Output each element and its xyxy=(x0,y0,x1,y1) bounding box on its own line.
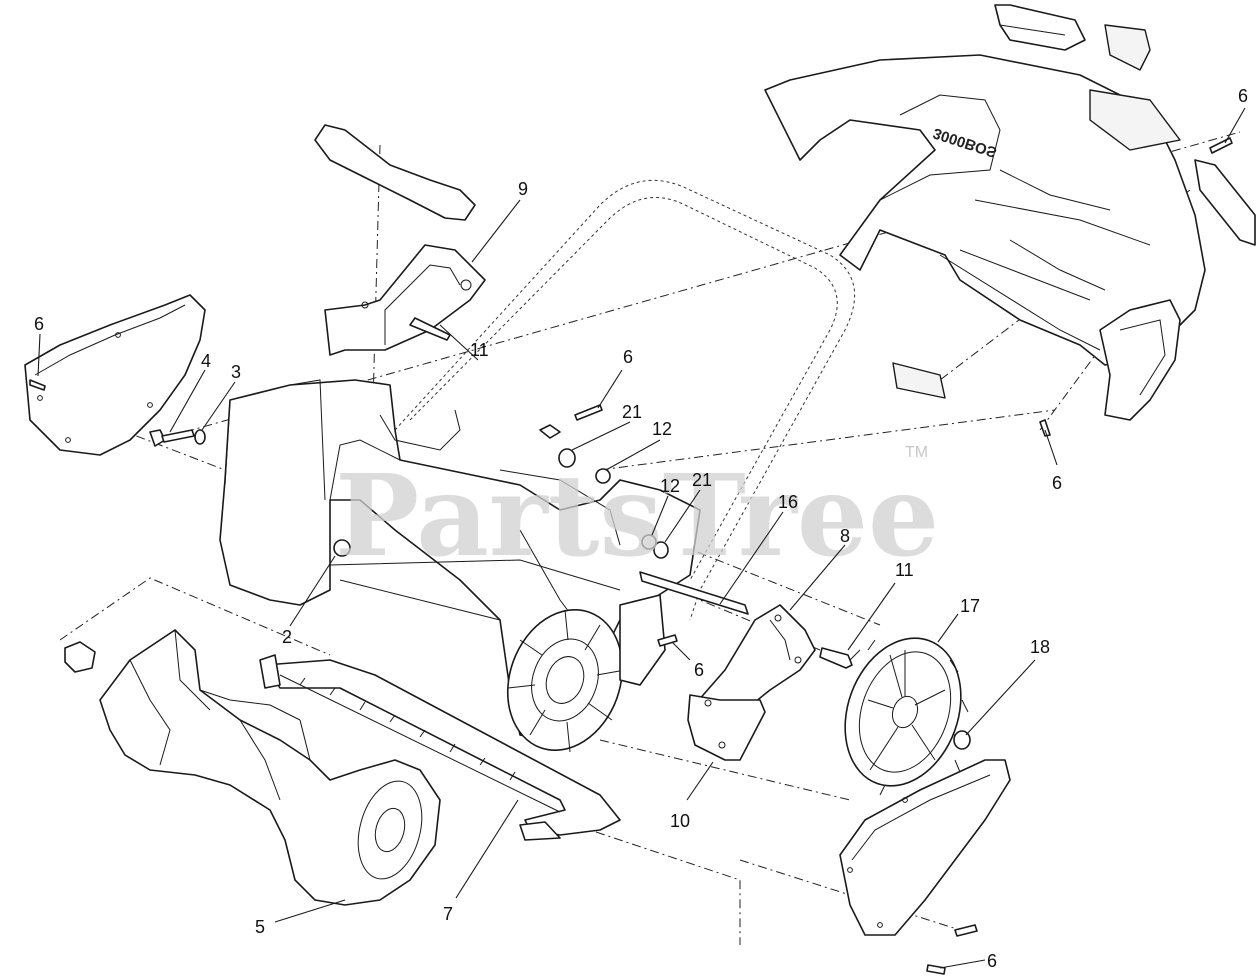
callout-6: 6 xyxy=(623,347,633,367)
callouts: 6 4 3 9 11 6 21 12 12 21 16 8 11 17 18 2… xyxy=(34,86,1248,971)
handle-grip xyxy=(314,124,476,221)
callout-7: 7 xyxy=(443,904,453,924)
callout-4: 4 xyxy=(201,351,211,371)
callout-18: 18 xyxy=(1030,637,1050,657)
callout-3: 3 xyxy=(231,362,241,382)
watermark-trademark: TM xyxy=(905,444,928,461)
callout-6: 6 xyxy=(1052,473,1062,493)
watermark: PartsTree TM xyxy=(335,444,939,582)
callout-12: 12 xyxy=(652,419,672,439)
callout-6: 6 xyxy=(34,314,44,334)
callout-12: 12 xyxy=(660,476,680,496)
callout-16: 16 xyxy=(778,492,798,512)
side-shield-left xyxy=(24,294,206,456)
callout-21: 21 xyxy=(692,470,712,490)
watermark-text: PartsTree xyxy=(335,451,939,582)
bracket-part-9 xyxy=(324,244,486,356)
hardware xyxy=(29,137,1233,975)
scraper-bar-part-7 xyxy=(259,654,621,841)
callout-6: 6 xyxy=(694,660,704,680)
wheel-part-17 xyxy=(844,637,969,796)
side-shield-right xyxy=(839,759,1011,936)
callout-9: 9 xyxy=(518,179,528,199)
callout-21: 21 xyxy=(622,402,642,422)
housing-impeller-disc xyxy=(506,594,666,753)
leader-lines xyxy=(37,107,1246,969)
callout-11: 11 xyxy=(470,340,489,360)
skid-part-10 xyxy=(687,694,766,761)
callout-6: 6 xyxy=(1238,86,1248,106)
callout-11: 11 xyxy=(895,560,914,580)
callout-2: 2 xyxy=(282,627,292,647)
callout-10: 10 xyxy=(670,811,690,831)
callout-17: 17 xyxy=(960,596,980,616)
callout-6: 6 xyxy=(987,951,997,971)
callout-8: 8 xyxy=(840,526,850,546)
auger-part-5 xyxy=(64,629,441,906)
handle-frame-phantom xyxy=(394,179,856,621)
chute-housing: 3000BOS xyxy=(764,4,1256,421)
callout-5: 5 xyxy=(255,917,265,937)
